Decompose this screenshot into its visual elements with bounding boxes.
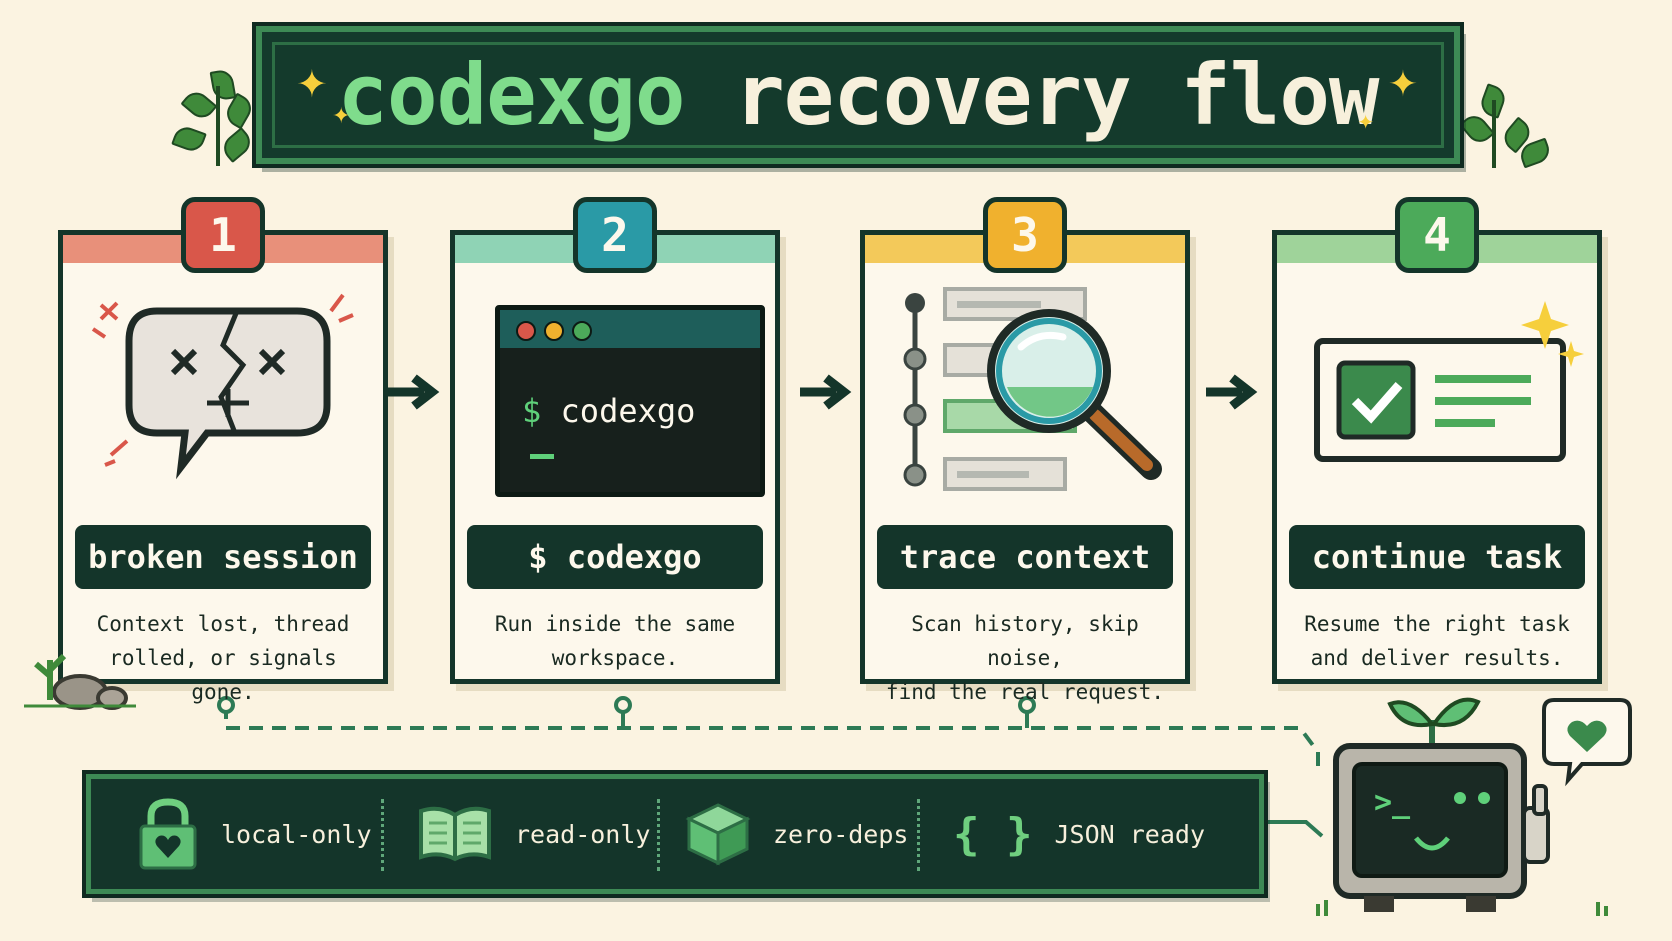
step-description: Context lost, thread rolled, or signals … xyxy=(96,612,350,704)
plant-right xyxy=(1458,80,1553,170)
step-card-2: 2 $ codexgo $ codexgo Run inside the sam… xyxy=(450,197,780,684)
step-description: Resume the right task and deliver result… xyxy=(1304,612,1570,670)
svg-text:>_: >_ xyxy=(1374,785,1411,820)
title-brand: codexgo xyxy=(337,46,685,144)
arrow-right-icon xyxy=(388,374,440,410)
magnifier-icon xyxy=(903,287,1162,491)
arrow-right-icon xyxy=(1206,374,1258,410)
terminal-command: $ codexgo xyxy=(522,392,696,430)
step-description: Run inside the same workspace. xyxy=(494,612,736,670)
checklist-icon xyxy=(1314,301,1584,462)
rocks-plant-decoration xyxy=(24,653,136,710)
title-banner: ✦ ✦ codexgo recovery flow ✦ ✦ xyxy=(256,26,1460,164)
feature-local-only: local-only xyxy=(137,779,372,889)
robot-mascot-icon: >_ xyxy=(1316,697,1632,916)
step-card-1: 1 broken session Context lost, thread ro… xyxy=(58,197,388,704)
sparkle-icon: ✦ xyxy=(1387,64,1418,105)
arrow-right-icon xyxy=(800,374,852,410)
feature-zero-deps: zero-deps xyxy=(685,779,908,889)
step-card-3: 3 trace context Scan history, skip noise… xyxy=(860,197,1190,704)
feature-read-only: read-only xyxy=(417,779,650,889)
step-badge: 1 xyxy=(181,197,265,273)
plant-left xyxy=(168,66,258,166)
sparkle-icon: ✦ xyxy=(296,62,328,106)
braces-icon: { } xyxy=(953,808,1033,860)
step-label: $ codexgo xyxy=(467,525,763,589)
cube-icon xyxy=(685,803,751,866)
title-rest: recovery flow xyxy=(734,46,1379,144)
step-label: trace context xyxy=(877,525,1173,589)
sparkle-icon: ✦ xyxy=(332,104,351,129)
sparkle-icon: ✦ xyxy=(1357,110,1374,134)
step-description: Scan history, skip noise, find the real … xyxy=(885,612,1165,704)
step-badge: 3 xyxy=(983,197,1067,273)
open-book-icon xyxy=(419,806,491,862)
terminal-icon: $ codexgo xyxy=(495,305,765,497)
step-card-4: 4 continue task Resume the right task an… xyxy=(1272,197,1602,684)
features-bar: local-only read-only zero-deps { } JSON … xyxy=(86,774,1264,894)
broken-speech-bubble-icon xyxy=(91,293,354,480)
step-label: broken session xyxy=(75,525,371,589)
page-title: codexgo recovery flow xyxy=(337,46,1379,144)
step-badge: 4 xyxy=(1395,197,1479,273)
step-badge: 2 xyxy=(573,197,657,273)
lock-heart-icon xyxy=(139,798,197,870)
feature-json-ready: { } JSON ready xyxy=(953,808,1205,860)
step-label: continue task xyxy=(1289,525,1585,589)
